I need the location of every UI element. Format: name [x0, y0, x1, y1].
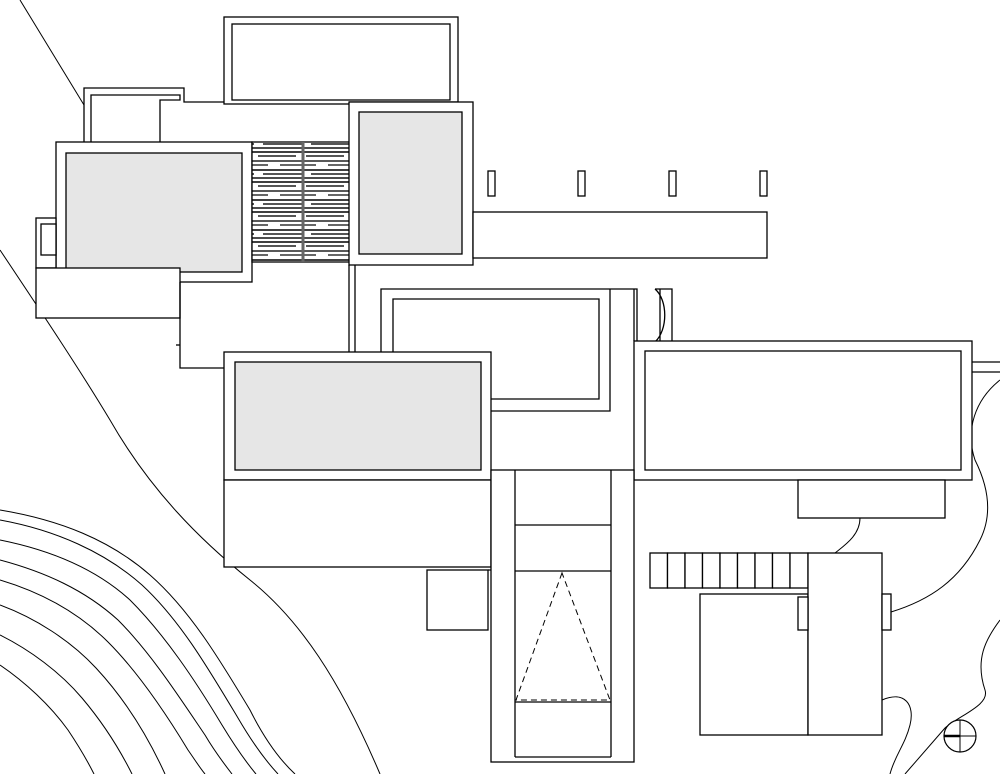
- right-room-inner: [644, 350, 962, 471]
- building-upper: [35, 16, 768, 369]
- small-square: [426, 569, 489, 631]
- parking-bay: [649, 552, 669, 589]
- dashed-triangle: [515, 571, 611, 701]
- contour-line: [0, 519, 279, 774]
- lower-room-floor: [234, 361, 482, 471]
- parking-bay: [666, 552, 686, 589]
- contour-line: [0, 664, 95, 774]
- parking-bay: [771, 552, 791, 589]
- contour-line: [0, 509, 296, 774]
- contour-line: [0, 559, 233, 774]
- hatched-deck: [251, 141, 351, 263]
- stair-outer: [490, 469, 635, 763]
- contour-line: [0, 579, 206, 774]
- parking-bay: [789, 552, 809, 589]
- building-middle: [223, 288, 1000, 631]
- building-lower-right: [649, 552, 892, 736]
- middle-room-wall: [491, 289, 611, 412]
- landscape-line: [834, 517, 861, 554]
- door-block: [797, 596, 809, 631]
- post: [668, 170, 677, 197]
- stair-column: [490, 469, 635, 763]
- curved-element: [654, 288, 673, 343]
- site-boundary-line: [19, 0, 85, 106]
- parking-bay: [754, 552, 774, 589]
- contour-line: [0, 604, 166, 774]
- landscape-line: [890, 379, 1000, 613]
- door-block: [881, 593, 892, 631]
- garage: [699, 593, 809, 736]
- middle-room-inner: [392, 298, 600, 400]
- parking-bay: [701, 552, 721, 589]
- left-annex-outline: [83, 87, 224, 142]
- right-upper-room-floor: [358, 111, 463, 255]
- slope-line: [0, 249, 381, 774]
- small-box-inner: [40, 223, 57, 256]
- wall-line: [179, 282, 224, 369]
- parking-bay: [719, 552, 739, 589]
- post: [487, 170, 496, 197]
- top-room-inner: [231, 23, 451, 101]
- left-step: [35, 267, 181, 319]
- left-room-floor: [65, 152, 243, 273]
- long-terrace: [472, 211, 768, 259]
- contour-line: [0, 634, 133, 774]
- post: [577, 170, 586, 197]
- lower-terrace: [223, 479, 492, 568]
- north-arrow-icon: [943, 719, 977, 753]
- contour-line: [0, 539, 257, 774]
- landscape-line: [881, 696, 912, 774]
- post: [759, 170, 768, 197]
- annex: [807, 552, 883, 736]
- landscape-line: [904, 619, 1000, 774]
- left-annex-inner: [90, 94, 181, 142]
- parking-bay: [684, 552, 704, 589]
- parking-row: [649, 552, 809, 589]
- right-step: [797, 479, 946, 519]
- parking-bay: [736, 552, 756, 589]
